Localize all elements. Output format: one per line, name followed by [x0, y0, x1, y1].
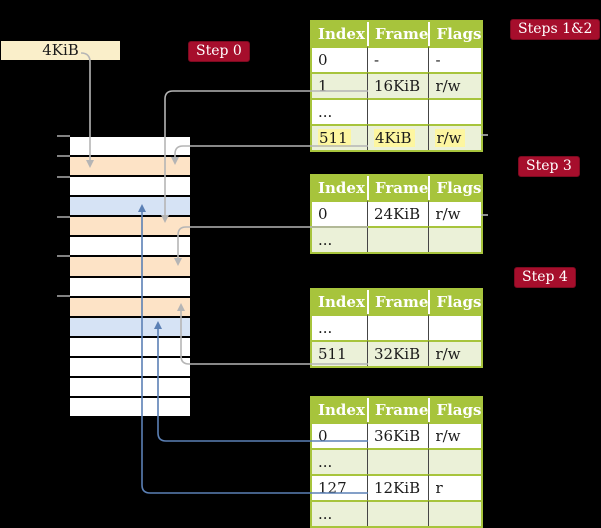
table-row: ...: [312, 448, 482, 474]
table-row: 1 16KiB r/w: [312, 72, 482, 98]
tick-mark: [57, 135, 70, 137]
memory-frame-row: [70, 315, 190, 336]
flags-cell: r/w: [428, 422, 482, 448]
index-cell: 127: [312, 474, 367, 500]
highlighted-value: 4KiB: [374, 129, 415, 147]
memory-frame-row: [70, 175, 190, 196]
flags-cell: [428, 226, 482, 252]
column-header-frame: Frame: [367, 22, 429, 46]
table-row: ...: [312, 226, 482, 252]
page-table-level-3: Index Frame Flags 0 24KiB r/w ...: [310, 174, 484, 254]
table-row: ...: [312, 500, 482, 526]
steps-1-2-label: Steps 1&2: [510, 19, 601, 40]
tick-mark: [57, 255, 70, 257]
index-cell: ...: [312, 448, 367, 474]
column-header-flags: Flags: [428, 290, 482, 314]
page-table-level-1: Index Frame Flags 0 36KiB r/w ... 127 12…: [310, 396, 484, 528]
index-cell: ...: [312, 98, 367, 124]
frame-cell: [367, 226, 429, 252]
flags-cell: -: [428, 46, 482, 72]
memory-frame-row: [70, 195, 190, 216]
flags-cell: r/w: [428, 72, 482, 98]
frame-cell: [367, 98, 429, 124]
column-header-flags: Flags: [428, 176, 482, 200]
memory-frame-row: [70, 137, 190, 156]
index-cell: ...: [312, 314, 367, 340]
index-cell: ...: [312, 500, 367, 526]
table-row: ...: [312, 98, 482, 124]
table-row: 127 12KiB r: [312, 474, 482, 500]
flags-cell: [428, 500, 482, 526]
column-header-frame: Frame: [367, 290, 429, 314]
memory-frame-row: [70, 215, 190, 236]
column-header-flags: Flags: [428, 398, 482, 422]
memory-frame-row: [70, 235, 190, 256]
table-row: 0 24KiB r/w: [312, 200, 482, 226]
tick-mark: [57, 155, 70, 157]
memory-frame-row: [70, 155, 190, 176]
memory-frame-row: [70, 355, 190, 376]
flags-cell: r/w: [428, 200, 482, 226]
table-row: ...: [312, 314, 482, 340]
frame-cell: 12KiB: [367, 474, 429, 500]
frame-cell: [367, 314, 429, 340]
frame-cell: 24KiB: [367, 200, 429, 226]
column-header-index: Index: [312, 22, 367, 46]
table-row-highlighted: 511 4KiB r/w: [312, 124, 482, 150]
memory-frame-row: [70, 275, 190, 296]
column-header-frame: Frame: [367, 398, 429, 422]
step-4-label: Step 4: [514, 267, 576, 288]
index-cell: 511: [312, 340, 367, 366]
frame-cell: 16KiB: [367, 72, 429, 98]
table-row: 0 - -: [312, 46, 482, 72]
memory-frame-row: [70, 335, 190, 356]
tick-mark: [57, 295, 70, 297]
flags-cell: r: [428, 474, 482, 500]
column-header-flags: Flags: [428, 22, 482, 46]
frame-cell: 4KiB: [367, 124, 429, 150]
frame-cell: [367, 448, 429, 474]
flags-cell: r/w: [428, 340, 482, 366]
column-header-index: Index: [312, 176, 367, 200]
flags-cell: [428, 314, 482, 340]
table-header-row: Index Frame Flags: [312, 176, 482, 200]
column-header-frame: Frame: [367, 176, 429, 200]
tick-mark: [57, 176, 70, 178]
tick-mark: [57, 216, 70, 218]
table-header-row: Index Frame Flags: [312, 290, 482, 314]
index-cell: ...: [312, 226, 367, 252]
highlighted-value: 511: [318, 129, 351, 147]
frame-cell: [367, 500, 429, 526]
table-row: 511 32KiB r/w: [312, 340, 482, 366]
frame-cell: 32KiB: [367, 340, 429, 366]
page-table-level-top: Index Frame Flags 0 - - 1 16KiB r/w ... …: [310, 20, 484, 152]
table-header-row: Index Frame Flags: [312, 398, 482, 422]
index-cell: 0: [312, 422, 367, 448]
memory-frame-row: [70, 295, 190, 316]
frame-cell: -: [367, 46, 429, 72]
cr3-frame-box: 4KiB: [1, 41, 120, 60]
flags-cell: r/w: [428, 124, 482, 150]
column-header-index: Index: [312, 290, 367, 314]
page-table-level-2: Index Frame Flags ... 511 32KiB r/w: [310, 288, 484, 368]
highlighted-value: r/w: [435, 129, 465, 147]
step-3-label: Step 3: [518, 156, 580, 177]
flags-cell: [428, 98, 482, 124]
column-header-index: Index: [312, 398, 367, 422]
flags-cell: [428, 448, 482, 474]
table-header-row: Index Frame Flags: [312, 22, 482, 46]
index-cell: 0: [312, 200, 367, 226]
frame-cell: 36KiB: [367, 422, 429, 448]
memory-frame-row: [70, 375, 190, 397]
physical-memory-stack: [70, 137, 190, 417]
table-row: 0 36KiB r/w: [312, 422, 482, 448]
step-0-label: Step 0: [188, 41, 250, 62]
memory-frame-row: [70, 396, 190, 417]
index-cell: 0: [312, 46, 367, 72]
index-cell: 1: [312, 72, 367, 98]
index-cell: 511: [312, 124, 367, 150]
memory-frame-row: [70, 255, 190, 276]
